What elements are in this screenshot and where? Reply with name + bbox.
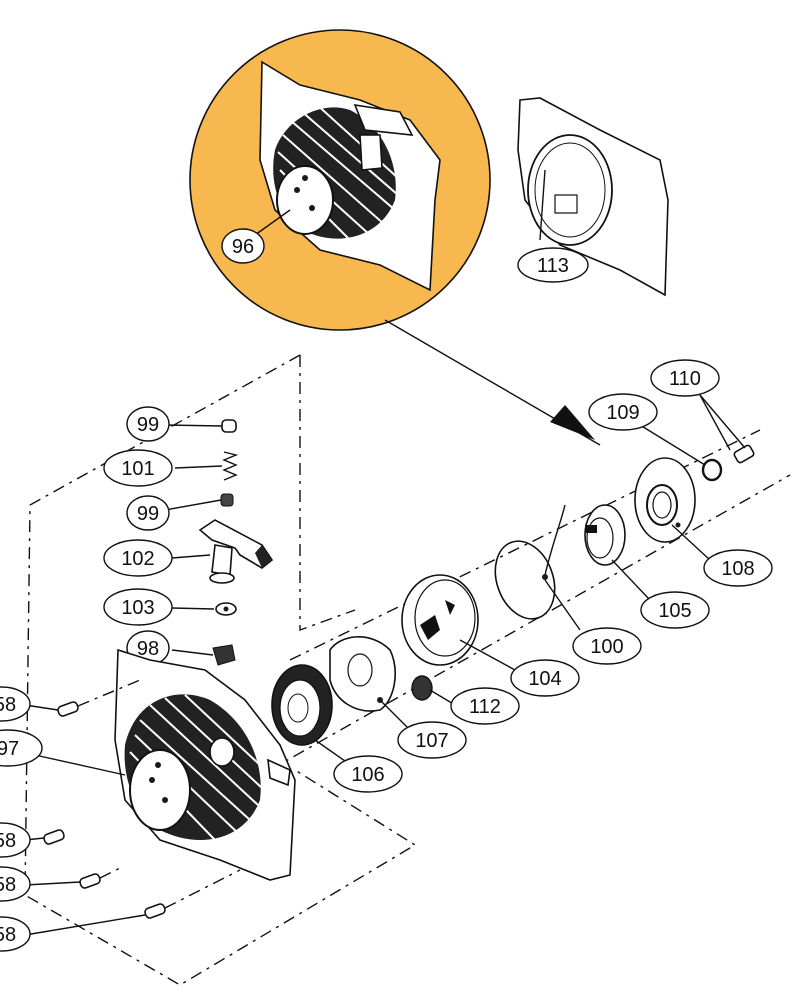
callout-96: 96 xyxy=(232,236,254,258)
part-103: 103 xyxy=(103,588,237,626)
callout-58-d: 58 xyxy=(0,924,16,946)
part-104: 104 xyxy=(401,574,580,697)
part-109: 109 xyxy=(588,393,723,482)
callout-98: 98 xyxy=(137,638,159,660)
part-106: 106 xyxy=(271,664,403,793)
part-107: 107 xyxy=(329,636,467,759)
callout-58-b: 58 xyxy=(0,830,16,852)
callout-101: 101 xyxy=(121,458,154,480)
part-102: 102 xyxy=(103,519,274,584)
part-112: 112 xyxy=(411,675,520,725)
callout-110: 110 xyxy=(669,368,701,390)
callout-112: 112 xyxy=(469,696,501,718)
callout-113: 113 xyxy=(537,255,569,277)
part-113: 113 xyxy=(517,97,669,297)
callout-109: 109 xyxy=(606,402,639,424)
part-58-c: 58 xyxy=(0,866,121,902)
part-58-a: 58 xyxy=(0,679,141,722)
part-108: 108 xyxy=(634,457,773,587)
callout-104: 104 xyxy=(528,668,561,690)
callout-99-top: 99 xyxy=(137,414,159,436)
part-99-top: 99 xyxy=(126,406,237,442)
callout-99-bottom: 99 xyxy=(137,503,159,525)
part-105: 105 xyxy=(584,504,710,629)
callout-100: 100 xyxy=(590,636,623,658)
callout-102: 102 xyxy=(121,548,154,570)
part-100: 100 xyxy=(494,504,642,665)
part-58-b: 58 xyxy=(0,822,65,858)
callout-103: 103 xyxy=(121,597,154,619)
callout-105: 105 xyxy=(658,600,691,622)
callout-108: 108 xyxy=(721,558,754,580)
callout-58-c: 58 xyxy=(0,874,16,896)
callout-107: 107 xyxy=(415,730,448,752)
part-58-d: 58 xyxy=(0,869,241,952)
assembly-arrow xyxy=(384,319,601,446)
part-101: 101 xyxy=(103,449,239,487)
part-110: 110 xyxy=(650,359,755,464)
highlight-inset-96: 96 xyxy=(189,29,491,331)
part-99-bottom: 99 xyxy=(126,493,234,531)
callout-106: 106 xyxy=(351,764,384,786)
callout-58-a: 58 xyxy=(0,694,16,716)
callout-97: 97 xyxy=(0,738,19,760)
part-97: 97 xyxy=(0,648,296,881)
